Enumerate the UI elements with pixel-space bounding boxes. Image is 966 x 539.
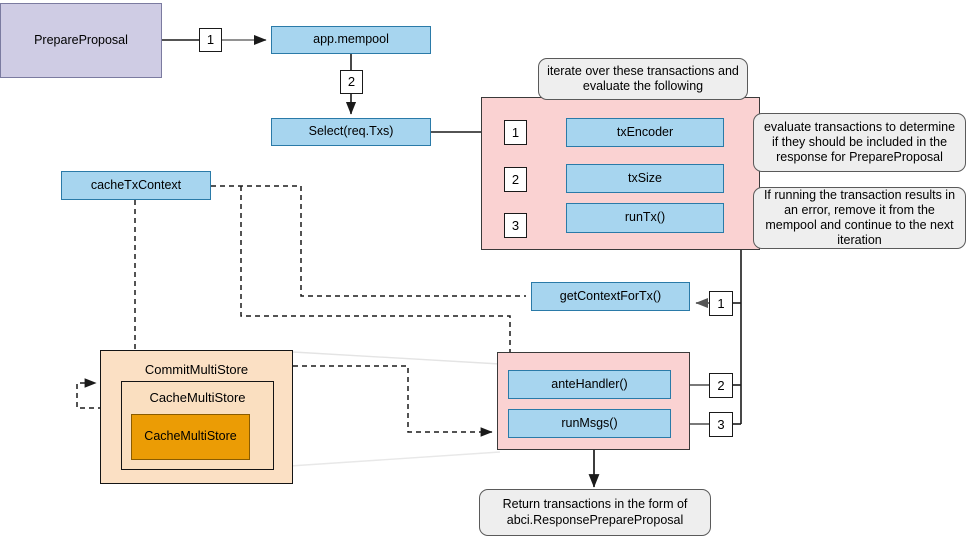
node-cache-multi-store-inner[interactable]: CacheMultiStore xyxy=(131,414,250,460)
badge-select-step-label: 2 xyxy=(347,74,356,90)
note-error-handling: If running the transaction results in an… xyxy=(753,187,966,249)
note-iterate-label: iterate over these transactions and eval… xyxy=(547,63,739,93)
node-prepare-proposal-label: PrepareProposal xyxy=(34,32,128,47)
node-select-req-txs[interactable]: Select(req.Txs) xyxy=(271,118,431,146)
badge-run-tx-step-label: 3 xyxy=(511,217,520,233)
note-iterate: iterate over these transactions and eval… xyxy=(538,58,748,100)
node-run-msgs[interactable]: runMsgs() xyxy=(508,409,671,438)
badge-mempool-step: 1 xyxy=(199,28,222,52)
badge-run-msgs-step-label: 3 xyxy=(717,416,725,432)
note-evaluate-transactions: evaluate transactions to determine if th… xyxy=(753,113,966,172)
node-run-msgs-label: runMsgs() xyxy=(561,415,618,430)
node-run-tx[interactable]: runTx() xyxy=(566,203,724,233)
group-cache-multi-store-outer-label: CacheMultiStore xyxy=(149,390,246,405)
note-error-handling-label: If running the transaction results in an… xyxy=(763,187,956,248)
node-get-context-for-tx[interactable]: getContextForTx() xyxy=(531,282,690,311)
node-ante-handler-label: anteHandler() xyxy=(551,376,628,391)
badge-tx-encoder-step: 1 xyxy=(504,120,527,145)
node-get-context-for-tx-label: getContextForTx() xyxy=(559,288,662,303)
node-ante-handler[interactable]: anteHandler() xyxy=(508,370,671,399)
badge-run-tx-step: 3 xyxy=(504,213,527,238)
node-app-mempool[interactable]: app.mempool xyxy=(271,26,431,54)
badge-ante-handler-step: 2 xyxy=(709,373,733,398)
badge-tx-size-step: 2 xyxy=(504,167,527,192)
note-evaluate-transactions-label: evaluate transactions to determine if th… xyxy=(763,119,956,165)
node-run-tx-label: runTx() xyxy=(624,210,666,225)
node-cache-multi-store-inner-label: CacheMultiStore xyxy=(144,429,237,444)
badge-get-context-step: 1 xyxy=(709,291,733,316)
node-cache-tx-context[interactable]: cacheTxContext xyxy=(61,171,211,200)
node-tx-encoder[interactable]: txEncoder xyxy=(566,118,724,147)
badge-run-msgs-step: 3 xyxy=(709,412,733,437)
node-prepare-proposal[interactable]: PrepareProposal xyxy=(0,3,162,78)
badge-tx-encoder-step-label: 1 xyxy=(511,124,520,140)
badge-select-step: 2 xyxy=(340,70,363,94)
badge-tx-size-step-label: 2 xyxy=(511,171,520,187)
note-return-transactions-label: Return transactions in the form of abci.… xyxy=(502,497,688,527)
node-app-mempool-label: app.mempool xyxy=(313,32,389,47)
node-tx-size[interactable]: txSize xyxy=(566,164,724,193)
node-select-req-txs-label: Select(req.Txs) xyxy=(308,124,394,139)
badge-get-context-step-label: 1 xyxy=(717,295,725,311)
badge-mempool-step-label: 1 xyxy=(206,32,215,48)
node-tx-encoder-label: txEncoder xyxy=(616,124,674,139)
node-tx-size-label: txSize xyxy=(627,170,663,185)
note-return-transactions: Return transactions in the form of abci.… xyxy=(479,489,711,536)
badge-ante-handler-step-label: 2 xyxy=(717,377,725,393)
node-cache-tx-context-label: cacheTxContext xyxy=(90,177,182,192)
group-commit-multi-store-label: CommitMultiStore xyxy=(144,362,249,377)
